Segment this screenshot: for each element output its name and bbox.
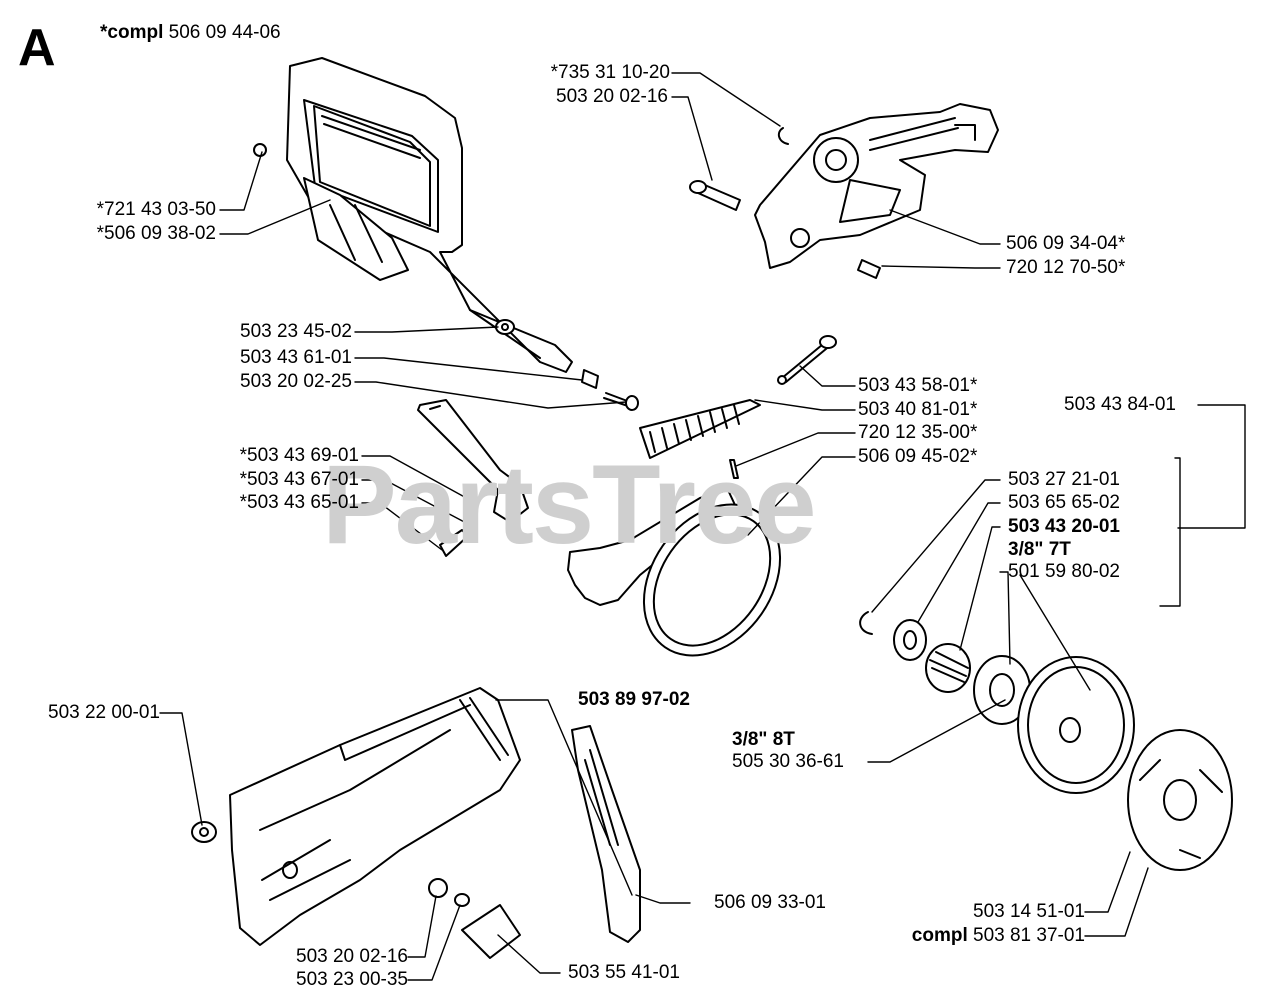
part-label-503-43-67-01[interactable]: *503 43 67-01: [239, 469, 359, 490]
part-label-506-09-33-01[interactable]: 506 09 33-01: [714, 892, 826, 913]
compl-number: 503 81 37-01: [973, 925, 1085, 946]
sprocket-7t-label: 3/8" 7T: [1008, 539, 1071, 560]
brake-linkage-drawing: [417, 399, 529, 557]
part-label-720-12-70-50[interactable]: 720 12 70-50*: [1006, 257, 1126, 278]
part-label-503-43-69-01[interactable]: *503 43 69-01: [239, 445, 359, 466]
compl-prefix: compl: [911, 925, 968, 946]
part-label-720-12-35-00[interactable]: 720 12 35-00*: [858, 422, 978, 443]
assembly-prefix: *compl: [100, 22, 164, 43]
leader-lines: [159, 72, 1246, 981]
assembly-label: *compl 506 09 44-06: [100, 22, 281, 44]
part-label-506-09-34-04[interactable]: 506 09 34-04*: [1006, 233, 1126, 254]
part-label-503-20-02-16-top[interactable]: 503 20 02-16: [556, 86, 668, 107]
section-letter: A: [18, 19, 56, 77]
part-label-506-09-38-02[interactable]: *506 09 38-02: [96, 223, 216, 244]
part-label-503-65-65-02[interactable]: 503 65 65-02: [1008, 492, 1120, 513]
part-label-503-40-81-01[interactable]: 503 40 81-01*: [858, 399, 978, 420]
part-label-501-59-80-02[interactable]: 501 59 80-02: [1008, 561, 1120, 582]
parts-tree-watermark: PartsTree: [322, 442, 817, 567]
brake-bracket-drawing: [689, 103, 999, 279]
part-label-503-89-97-02[interactable]: 503 89 97-02: [578, 689, 690, 710]
part-label-503-23-45-02[interactable]: 503 23 45-02: [240, 321, 352, 342]
part-label-506-09-45-02[interactable]: 506 09 45-02*: [858, 446, 978, 467]
part-label-503-23-00-35[interactable]: 503 23 00-35: [296, 969, 408, 990]
part-label-503-55-41-01[interactable]: 503 55 41-01: [568, 962, 680, 983]
side-cover-drawing: [191, 687, 521, 946]
compl-label-503-81-37-01[interactable]: compl 503 81 37-01: [912, 925, 1085, 947]
clutch-parts-drawing: [859, 611, 1233, 871]
bottom-parts-drawing: [428, 878, 521, 959]
part-label-721-43-03-50[interactable]: *721 43 03-50: [96, 199, 216, 220]
sprocket-8t-label: 3/8" 8T: [732, 729, 795, 750]
part-label-503-20-02-25[interactable]: 503 20 02-25: [240, 371, 352, 392]
part-label-503-43-65-01[interactable]: *503 43 65-01: [239, 492, 359, 513]
spring-drawing: [639, 335, 837, 479]
part-label-735-31-10-20[interactable]: *735 31 10-20: [550, 62, 670, 83]
part-label-503-20-02-16-bottom[interactable]: 503 20 02-16: [296, 946, 408, 967]
part-label-503-43-20-01[interactable]: 503 43 20-01: [1008, 516, 1120, 537]
part-label-503-27-21-01[interactable]: 503 27 21-01: [1008, 469, 1120, 490]
hand-guard-drawing: [253, 57, 573, 373]
part-label-503-43-61-01[interactable]: 503 43 61-01: [240, 347, 352, 368]
brake-band-drawing: [567, 489, 782, 657]
assembly-number: 506 09 44-06: [168, 22, 281, 43]
small-parts-drawing: [495, 319, 639, 411]
part-label-503-14-51-01[interactable]: 503 14 51-01: [973, 901, 1085, 922]
part-label-503-43-84-01[interactable]: 503 43 84-01: [1064, 394, 1176, 415]
part-label-503-43-58-01[interactable]: 503 43 58-01*: [858, 375, 978, 396]
part-label-503-22-00-01[interactable]: 503 22 00-01: [48, 702, 160, 723]
part-label-505-30-36-61[interactable]: 505 30 36-61: [732, 751, 844, 772]
